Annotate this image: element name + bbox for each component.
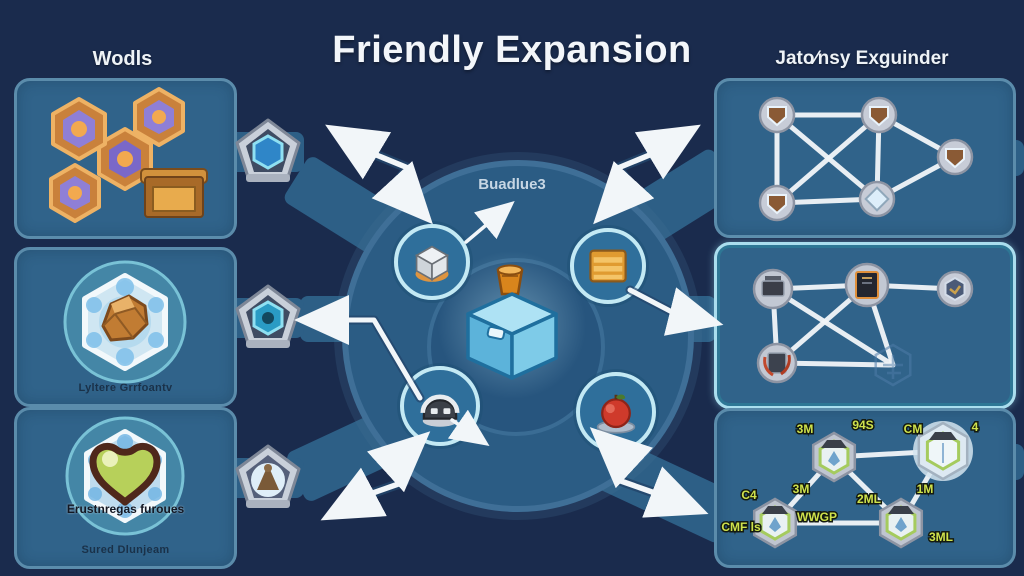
node-value-label: 2ML <box>857 492 881 506</box>
hex-node-icon <box>811 431 857 483</box>
pentagon-badge-idol-icon <box>235 444 301 508</box>
green-heart-icon <box>65 416 185 536</box>
bucket-icon <box>496 264 524 296</box>
apple-bubble <box>576 372 656 452</box>
right-panel-network-1 <box>714 78 1016 238</box>
pentagon-badge-gem-icon <box>235 118 301 182</box>
hex-node-icon <box>752 497 798 549</box>
left-panel-heart: Erustnregas furoues Sured Dlunjeam <box>14 407 237 569</box>
node-value-label: 4 <box>972 420 979 434</box>
left-panel-ore: Lyltere Grrfoantv <box>14 247 237 407</box>
right-column-header: Jato⁄nsy Exguinder <box>775 48 949 69</box>
machine-node-icon <box>752 268 794 310</box>
medal-node-icon <box>936 270 974 308</box>
network-graph-1 <box>758 96 974 222</box>
network-edge <box>774 112 882 206</box>
shield-node-icon <box>860 96 898 134</box>
left-column-header: Wodls <box>92 48 153 70</box>
hub-label: Buadlue3 <box>478 176 546 193</box>
redmachine-node-icon <box>756 342 798 384</box>
left-panel-relics <box>14 78 237 239</box>
diamond-node-icon <box>858 180 896 218</box>
watermark-node-icon <box>874 343 912 387</box>
node-value-label: CM <box>904 422 923 436</box>
supply-box-icon <box>466 264 558 380</box>
heart-banner: Erustnregas furoues <box>66 502 185 516</box>
package-icon <box>414 245 450 282</box>
hex-node-icon <box>878 497 924 549</box>
page-title: Friendly Expansion <box>332 29 692 72</box>
bronze-ore-icon <box>63 260 187 384</box>
node-value-label: 3M <box>797 422 814 436</box>
right-panel-network-2-highlighted <box>714 242 1016 409</box>
network-graph-2 <box>752 262 974 387</box>
node-value-label: 3M <box>793 482 810 496</box>
heart-caption: Sured Dlunjeam <box>81 544 170 556</box>
shield-node-icon <box>758 96 796 134</box>
apple-icon <box>596 394 636 434</box>
node-value-label: 94S <box>852 418 873 432</box>
network-graph-3: 3M 94S CM 4C4 3M CMF ls WWGP 2ML 1M 3ML <box>720 417 980 549</box>
node-value-label: C4 <box>741 488 757 502</box>
ore-caption: Lyltere Grrfoantv <box>78 382 173 394</box>
package-bubble <box>394 224 470 300</box>
node-value-label: CMF ls <box>721 520 761 534</box>
crate-icon <box>589 249 627 283</box>
shield-node-icon <box>936 138 974 176</box>
node-value-label: 1M <box>917 482 934 496</box>
treasure-chest-icon <box>140 168 208 218</box>
crate-bubble <box>570 228 646 304</box>
shield-node-icon <box>758 184 796 222</box>
node-value-label: WWGP <box>797 510 837 524</box>
robot-helper-icon <box>420 394 460 427</box>
hexlight-node-icon <box>913 421 973 481</box>
pentagon-badge-gem-icon <box>235 284 301 348</box>
golden-hex-badges-icon <box>49 87 208 223</box>
node-value-label: 3ML <box>929 530 953 544</box>
network-edge <box>770 286 896 368</box>
blackbox-node-icon <box>844 262 890 308</box>
